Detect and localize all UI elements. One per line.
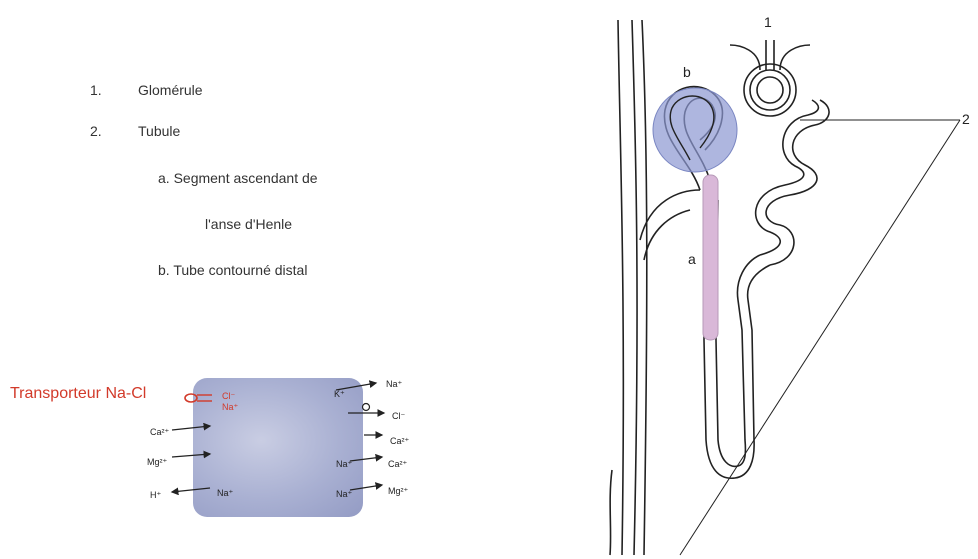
highlight-region-b [653,88,737,172]
collecting-duct-outer [618,20,623,555]
arrow-na-mg [350,485,382,490]
cell-arrows [172,383,384,492]
arrow-h-out [172,488,210,492]
transporter-symbol [185,394,212,402]
label-b: b [683,64,691,80]
arrow-na-ca [350,457,382,461]
glomerulus [744,64,796,116]
arrow-ca-in [172,426,210,430]
arrow-k [336,383,376,390]
label-1: 1 [764,14,772,30]
nephron-drawing [610,20,960,555]
arrow-mg-in [172,454,210,457]
pump-circle [363,404,370,411]
label-a: a [688,251,696,267]
highlight-region-a [703,175,718,340]
label-2: 2 [962,111,970,127]
